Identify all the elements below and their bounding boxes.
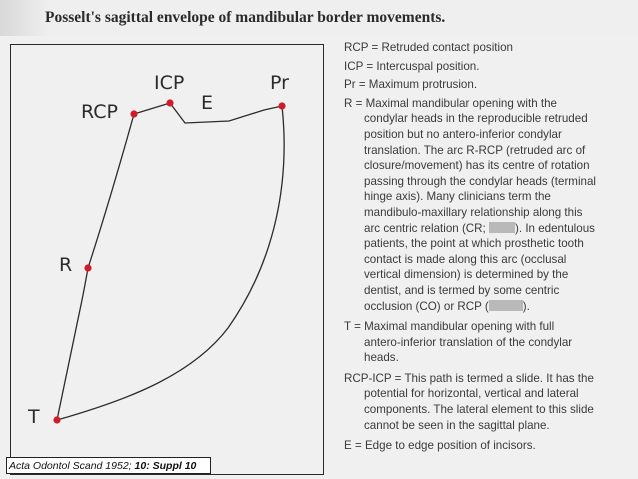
label-rcp: RCP — [81, 101, 118, 123]
legend-r: R = Maximal mandibular opening with the … — [344, 96, 634, 314]
title-band-gradient — [0, 0, 48, 36]
legend-r-line: translation. The arc R-RCP (retruded arc… — [364, 143, 586, 157]
legend-r-line: R = Maximal mandibular opening with the — [344, 96, 557, 110]
redaction-mark — [489, 221, 516, 233]
legend-r-cr-before: arc centric relation (CR; — [364, 221, 486, 235]
point-t — [53, 416, 61, 424]
label-e: E — [201, 92, 214, 114]
slide-path-rcp-icp — [133, 102, 171, 115]
citation-journal: Acta Odontol Scand 1952; — [9, 460, 132, 472]
legend-text: RCP = Retruded contact position ICP = In… — [344, 40, 634, 459]
legend-icp: ICP = Intercuspal position. — [344, 59, 634, 75]
legend-r-line-co: occlusion (CO) or RCP (). — [344, 299, 634, 315]
legend-r-line: condylar heads in the reproducible retru… — [364, 112, 588, 126]
point-rcp — [130, 110, 138, 118]
title-band: Posselt's sagittal envelope of mandibula… — [0, 0, 638, 36]
citation-volume: 10: Suppl 10 — [134, 460, 197, 472]
slide-title: Posselt's sagittal envelope of mandibula… — [45, 9, 446, 26]
legend-r-line: passing through the condylar heads (term… — [364, 174, 597, 188]
legend-t-line: T = Maximal mandibular opening with full — [344, 320, 555, 334]
label-t: T — [28, 406, 40, 428]
point-icp — [166, 99, 174, 107]
legend-slide-line: potential for horizontal, vertical and l… — [364, 387, 579, 401]
point-pr — [278, 102, 286, 110]
legend-r-line-cr: arc centric relation (CR; ). In edentulo… — [344, 221, 634, 237]
legend-rcp-text: RCP = Retruded contact position — [344, 41, 513, 54]
point-r — [84, 264, 92, 272]
protrusive-path — [169, 102, 283, 124]
legend-slide-line: RCP-ICP = This path is termed a slide. I… — [344, 371, 594, 385]
label-pr: Pr — [270, 72, 289, 94]
legend-r-line: vertical dimension) is determined by the — [364, 268, 569, 282]
legend-slide-line: components. The lateral element to this … — [364, 403, 594, 417]
legend-r-line: hinge axis). Many clinicians term the — [364, 190, 551, 204]
legend-e: E = Edge to edge position of incisors. — [344, 438, 634, 454]
legend-rcp: RCP = Retruded contact position — [344, 40, 634, 56]
redaction-mark — [488, 299, 523, 311]
legend-r-cr-after: ). In edentulous — [515, 221, 595, 235]
citation-box: Acta Odontol Scand 1952; 10: Suppl 10 — [6, 457, 211, 474]
legend-r-co-before: occlusion (CO) or RCP ( — [364, 299, 489, 313]
anterior-border-path — [56, 105, 285, 421]
legend-t-line: antero-inferior translation of the condy… — [364, 335, 573, 349]
legend-r-co-after: ). — [522, 299, 530, 313]
label-r: R — [59, 254, 73, 276]
legend-t-line: heads. — [364, 351, 399, 365]
legend-r-line: position but no antero-inferior condylar — [364, 127, 562, 141]
legend-pr-text: Pr = Maximum protrusion. — [344, 78, 478, 92]
legend-r-line: contact is made along this arc (occlusal — [364, 252, 567, 266]
legend-r-line: mandibulo-maxillary relationship along t… — [364, 205, 583, 219]
legend-icp-text: ICP = Intercuspal position. — [344, 59, 480, 73]
legend-r-line: closure/movement) has its centre of rota… — [364, 159, 590, 173]
diagram-frame — [10, 44, 324, 475]
legend-slide-line: cannot be seen in the sagittal plane. — [364, 418, 550, 432]
legend-r-line: patients, the point at which prosthetic … — [364, 237, 584, 251]
legend-t: T = Maximal mandibular opening with full… — [344, 319, 634, 366]
legend-pr: Pr = Maximum protrusion. — [344, 77, 634, 93]
legend-e-text: E = Edge to edge position of incisors. — [344, 439, 536, 453]
label-icp: ICP — [154, 72, 185, 94]
posterior-border-path — [56, 113, 135, 421]
legend-slide: RCP-ICP = This path is termed a slide. I… — [344, 371, 634, 433]
legend-r-line: dentist, and is termed by some centric — [364, 283, 560, 297]
